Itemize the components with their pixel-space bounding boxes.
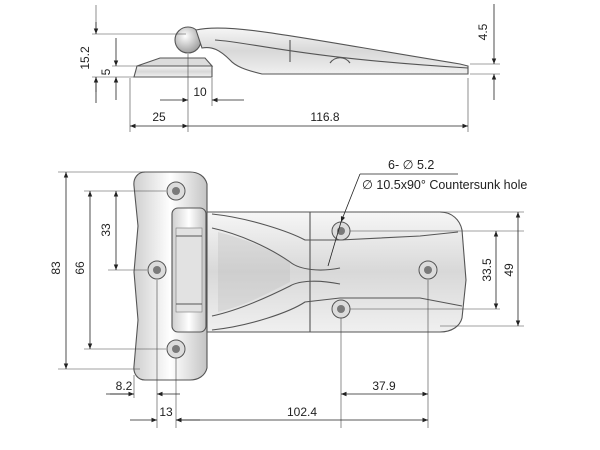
hole-callout: 6- ∅ 5.2 ∅ 10.5x90° Countersunk hole (327, 158, 527, 267)
dim-83: 83 (49, 261, 63, 275)
dim-33-5: 33.5 (480, 258, 494, 282)
side-base-plate (133, 65, 213, 78)
hole-strap-right (418, 260, 438, 280)
mounting-holes (147, 181, 438, 359)
hole-base-top (166, 181, 186, 201)
front-view-dimensions: 83 66 33 33.5 49 8.2 13 (49, 171, 524, 428)
side-view-dimensions: 15.2 5 4.5 10 25 116.8 (78, 4, 500, 132)
dim-37-9: 37.9 (372, 379, 396, 393)
countersink-note: ∅ 10.5x90° Countersunk hole (362, 178, 527, 192)
dim-4-5: 4.5 (476, 23, 490, 40)
dim-33: 33 (99, 223, 113, 237)
dim-102-4: 102.4 (287, 405, 317, 419)
hole-count-diameter: 6- ∅ 5.2 (388, 158, 434, 172)
hole-base-mid (147, 260, 167, 280)
side-view (133, 26, 469, 78)
hole-strap-bottom (331, 299, 351, 319)
side-strap (195, 27, 469, 75)
dim-10: 10 (193, 85, 207, 99)
dim-13: 13 (159, 405, 173, 419)
strap-leaf (206, 211, 467, 333)
dim-49: 49 (502, 263, 516, 277)
dim-15-2: 15.2 (78, 46, 92, 70)
front-view (133, 171, 467, 381)
dim-116-8: 116.8 (310, 110, 339, 124)
dim-66: 66 (73, 261, 87, 275)
dim-25: 25 (152, 110, 166, 124)
dim-8-2: 8.2 (116, 379, 133, 393)
dim-5: 5 (99, 68, 113, 75)
hole-strap-top (331, 221, 351, 241)
hole-base-bottom (166, 339, 186, 359)
